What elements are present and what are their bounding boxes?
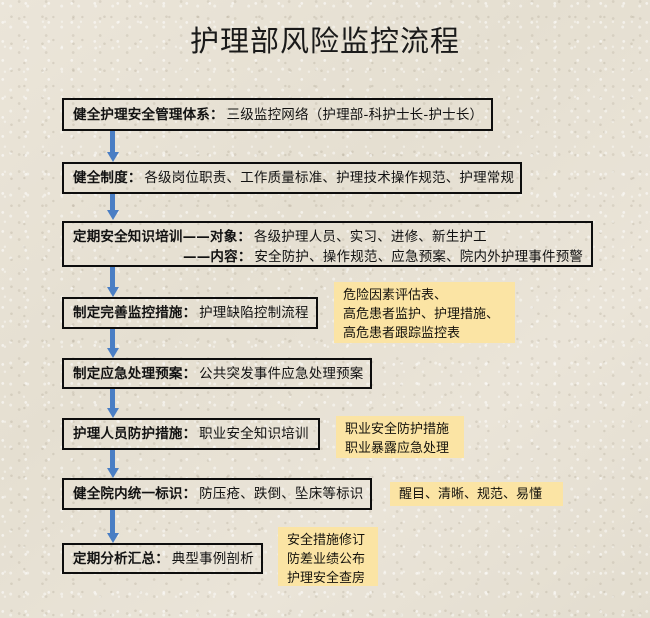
node-8-detail: 典型事例剖析 (171, 550, 254, 567)
node-safety-training[interactable]: 定期安全知识培训——对象：各级护理人员、实习、进修、新生护工 ——内容：安全防护… (62, 221, 593, 267)
node-3-line2-separator: ： (237, 249, 252, 265)
note-occupational-safety: 职业安全防护措施 职业暴露应急处理 (336, 416, 464, 458)
node-1-lead: 健全护理安全管理体系 (73, 106, 210, 123)
node-3-line2-lead: ——内容 (183, 249, 238, 265)
node-3-line1-detail: 各级护理人员、实习、进修、新生护工 (253, 229, 487, 245)
node-3-line1-separator: ： (237, 229, 251, 245)
node-3-line1-lead: 定期安全知识培训——对象 (73, 229, 238, 245)
node-1-separator: ： (210, 106, 224, 123)
note-4-line-3: 护理安全查房 (287, 571, 366, 586)
note-risk-assessment-forms: 危险因素评估表、 高危患者监护、护理措施、 高危患者跟踪监控表 (334, 282, 515, 343)
node-4-detail: 护理缺陷控制流程 (199, 305, 309, 321)
node-2-separator: ： (127, 170, 142, 186)
node-1-detail: 三级监控网络（护理部-科护士长-护士长） (226, 106, 484, 123)
note-2-line-1: 职业安全防护措施 (345, 422, 450, 437)
node-6-separator: ： (182, 426, 197, 442)
node-2-detail: 各级岗位职责、工作质量标准、护理技术操作规范、护理常规 (144, 170, 515, 186)
arrow-node7-node8 (110, 510, 115, 534)
node-2-lead: 健全制度 (73, 170, 128, 186)
node-8-lead: 定期分析汇总 (73, 550, 156, 567)
note-3-line-1: 醒目、清晰、规范、易懂 (399, 487, 543, 502)
node-5-detail: 公共突发事件应急处理预案 (199, 365, 364, 382)
arrow-node5-node6 (110, 389, 115, 409)
note-2-line-2: 职业暴露应急处理 (345, 441, 450, 456)
node-7-separator: ： (182, 486, 197, 502)
node-3-line2-detail: 安全防护、操作规范、应急预案、院内外护理事件预警 (254, 249, 584, 265)
node-4-lead: 制定完善监控措施 (73, 305, 183, 321)
note-1-line-2: 高危患者监护、护理措施、 (343, 307, 500, 322)
note-1-line-1: 危险因素评估表、 (343, 288, 448, 303)
arrow-node6-node7 (110, 450, 115, 469)
node-hospital-unified-signage[interactable]: 健全院内统一标识 ： 防压疮、跌倒、坠床等标识 (62, 478, 372, 510)
page-title: 护理部风险监控流程 (189, 24, 460, 58)
node-emergency-plan[interactable]: 制定应急处理预案 ： 公共突发事件应急处理预案 (62, 358, 372, 389)
node-6-detail: 职业安全知识培训 (199, 426, 309, 442)
node-7-detail: 防压疮、跌倒、坠床等标识 (199, 486, 364, 502)
note-4-line-2: 防差业绩公布 (287, 552, 366, 567)
node-8-separator: ： (155, 550, 169, 567)
node-3-row-2: ——内容：安全防护、操作规范、应急预案、院内外护理事件预警 (73, 247, 584, 267)
node-6-lead: 护理人员防护措施 (73, 426, 183, 442)
node-5-lead: 制定应急处理预案 (73, 365, 183, 382)
arrow-node1-node2 (110, 131, 115, 153)
node-institutional-system[interactable]: 健全制度 ： 各级岗位职责、工作质量标准、护理技术操作规范、护理常规 (62, 162, 522, 194)
note-analysis-actions: 安全措施修订 防差业绩公布 护理安全查房 (278, 527, 378, 586)
arrow-node2-node3 (110, 194, 115, 211)
node-periodic-analysis-summary[interactable]: 定期分析汇总 ： 典型事例剖析 (62, 543, 263, 574)
arrow-node3-node4 (110, 267, 115, 288)
note-signage-quality: 醒目、清晰、规范、易懂 (390, 482, 563, 506)
node-5-separator: ： (182, 365, 197, 382)
node-health-management-system[interactable]: 健全护理安全管理体系 ： 三级监控网络（护理部-科护士长-护士长） (62, 98, 493, 131)
node-staff-protection-measures[interactable]: 护理人员防护措施 ： 职业安全知识培训 (62, 418, 320, 450)
node-3-row-1: 定期安全知识培训——对象：各级护理人员、实习、进修、新生护工 (73, 227, 582, 247)
note-1-line-3: 高危患者跟踪监控表 (343, 326, 461, 341)
node-7-lead: 健全院内统一标识 (73, 486, 183, 502)
arrow-node4-node5 (110, 329, 115, 349)
node-monitoring-measures[interactable]: 制定完善监控措施 ： 护理缺陷控制流程 (62, 297, 318, 329)
note-4-line-1: 安全措施修订 (287, 533, 366, 548)
node-4-separator: ： (182, 305, 197, 321)
